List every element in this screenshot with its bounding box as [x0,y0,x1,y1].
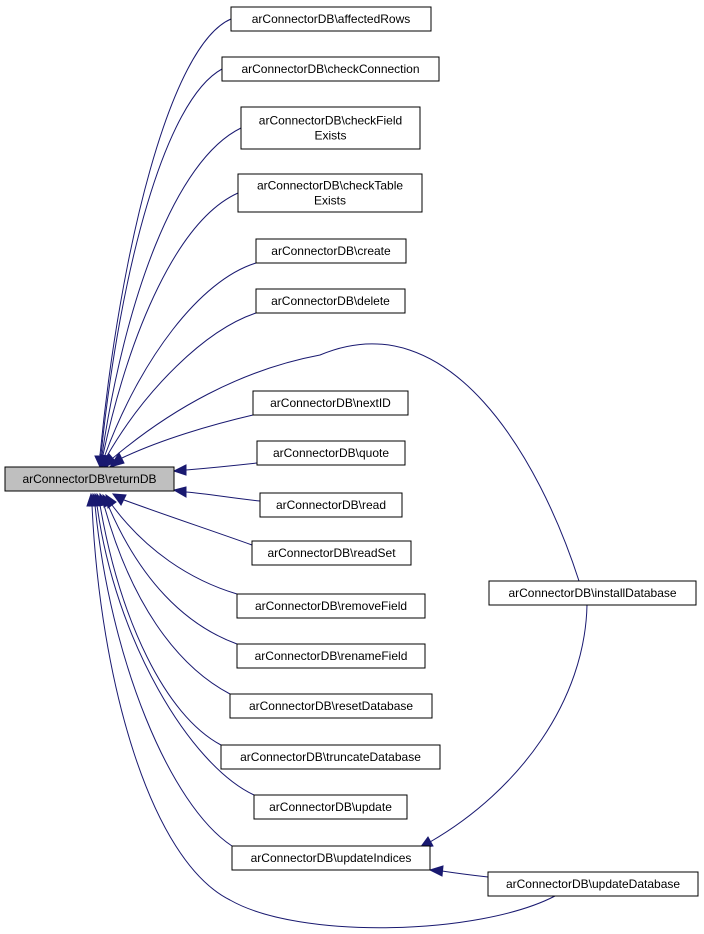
node-label: arConnectorDB\delete [271,294,390,308]
edge-affectedRows-to-root [99,18,232,456]
edge-removeField-to-root [111,504,238,595]
node-label: arConnectorDB\updateDatabase [506,877,680,891]
edge-delete-to-root [106,312,257,457]
arrowhead-updateDatabase-to-root [86,492,98,507]
node-create[interactable]: arConnectorDB\create [255,238,407,264]
node-label: arConnectorDB\affectedRows [252,12,411,26]
node-box [237,173,423,213]
node-quote[interactable]: arConnectorDB\quote [256,440,406,466]
node-box [251,540,412,566]
edge-renameField-to-root [107,504,238,645]
node-label: Exists [314,129,346,143]
node-label: arConnectorDB\removeField [255,599,407,613]
node-label: arConnectorDB\resetDatabase [249,699,413,713]
node-box [252,390,409,416]
node-update[interactable]: arConnectorDB\update [253,794,408,820]
edge-update-to-root [96,504,255,796]
node-updateIndices[interactable]: arConnectorDB\updateIndices [231,845,431,871]
node-box [229,693,433,719]
edge-updateIndices-to-root [94,504,233,847]
edge-installDatabase-to-root [112,343,580,582]
node-nextID[interactable]: arConnectorDB\nextID [252,390,409,416]
node-label: arConnectorDB\checkConnection [241,62,419,76]
node-label: arConnectorDB\updateIndices [251,851,412,865]
node-checkConnection[interactable]: arConnectorDB\checkConnection [221,56,440,82]
arrowhead-read-to-root [172,486,187,498]
edge-quote-to-root [185,462,258,471]
edge-create-to-root [104,262,257,456]
node-label: arConnectorDB\checkField [259,114,402,128]
node-installDatabase[interactable]: arConnectorDB\installDatabase [488,580,697,606]
node-box [230,6,432,32]
node-box [259,492,403,518]
edge-updateDatabase-to-updateIndices [441,870,489,878]
node-label: arConnectorDB\update [269,800,392,814]
node-updateDatabase[interactable]: arConnectorDB\updateDatabase [487,871,699,897]
node-renameField[interactable]: arConnectorDB\renameField [236,643,426,669]
arrowhead-nextID-to-root [108,451,125,468]
node-label: arConnectorDB\renameField [255,649,408,663]
node-box [220,744,441,770]
arrowhead-quote-to-root [172,464,187,476]
node-resetDatabase[interactable]: arConnectorDB\resetDatabase [229,693,433,719]
node-label: arConnectorDB\installDatabase [508,586,676,600]
node-box [240,106,421,150]
node-label: arConnectorDB\checkTable [257,179,403,193]
node-box [256,440,406,466]
node-removeField[interactable]: arConnectorDB\removeField [236,593,426,619]
node-box [231,845,431,871]
node-box [221,56,440,82]
node-box [4,466,175,492]
node-delete[interactable]: arConnectorDB\delete [255,288,406,314]
node-label: arConnectorDB\nextID [270,396,391,410]
node-box [255,238,407,264]
edge-nextID-to-root [121,414,254,459]
node-readSet[interactable]: arConnectorDB\readSet [251,540,412,566]
node-box [255,288,406,314]
node-box [487,871,699,897]
node-affectedRows[interactable]: arConnectorDB\affectedRows [230,6,432,32]
node-truncateDatabase[interactable]: arConnectorDB\truncateDatabase [220,744,441,770]
node-label: arConnectorDB\read [276,498,386,512]
edge-checkTableExists-to-root [102,192,239,456]
arrowhead-installDatabase-to-root [103,453,117,468]
edge-resetDatabase-to-root [103,504,231,695]
node-label: Exists [314,194,346,208]
node-label: arConnectorDB\create [271,244,391,258]
nodes-layer: arConnectorDB\returnDB arConnectorDB\affe… [4,6,699,897]
edge-readSet-to-root [123,499,253,546]
arrowhead-readSet-to-root [111,493,127,506]
edge-installDatabase-to-updateIndices [429,604,588,843]
node-box [236,593,426,619]
arrowhead-updateDatabase-to-updateIndices [428,865,444,877]
node-box [253,794,408,820]
root-node[interactable]: arConnectorDB\returnDB [4,466,175,492]
edge-truncateDatabase-to-root [99,504,222,746]
edges-layer [86,18,588,929]
node-box [236,643,426,669]
node-label: arConnectorDB\returnDB [22,472,156,486]
edge-checkFieldExists-to-root [101,127,242,456]
node-label: arConnectorDB\readSet [267,546,396,560]
node-label: arConnectorDB\truncateDatabase [240,750,421,764]
edge-updateDatabase-to-root [91,504,556,929]
node-read[interactable]: arConnectorDB\read [259,492,403,518]
edge-read-to-root [185,491,261,502]
node-box [488,580,697,606]
edge-checkConnection-to-root [100,68,223,456]
node-label: arConnectorDB\quote [273,446,389,460]
